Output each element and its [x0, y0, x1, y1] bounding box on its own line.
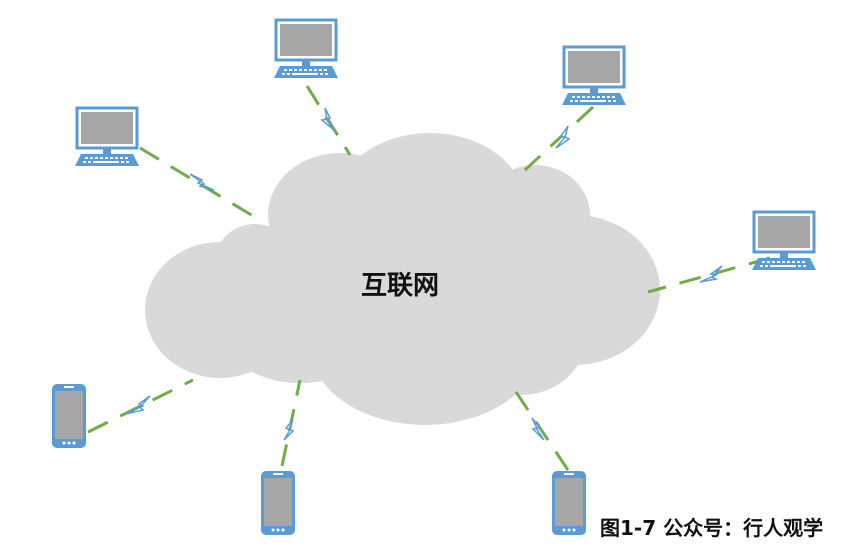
laptop-top-center-icon	[272, 18, 340, 80]
phone-bottom-center-icon	[261, 471, 295, 535]
internet-label: 互联网	[361, 271, 439, 301]
phone-left-icon	[52, 384, 86, 448]
link-laptop-top-center	[305, 85, 352, 156]
link-laptop-right	[647, 256, 771, 294]
figure-caption: 图1-7 公众号：行人观学	[600, 516, 824, 540]
lightning-icon	[283, 419, 295, 441]
link-phone-left	[87, 378, 194, 434]
link-laptop-top-right	[523, 105, 595, 172]
lightning-icon	[189, 173, 215, 191]
phone-bottom-right-icon	[552, 471, 586, 535]
lightning-icon	[320, 107, 335, 131]
lightning-icon	[531, 417, 545, 441]
laptop-top-right-icon	[560, 45, 628, 107]
laptop-right-icon	[750, 210, 818, 272]
internet-cloud: 互联网	[145, 133, 660, 425]
lightning-icon	[125, 395, 151, 415]
link-laptop-top-left	[139, 146, 264, 224]
lightning-icon	[699, 265, 723, 283]
laptop-top-left-icon	[73, 106, 141, 168]
lightning-icon	[555, 125, 571, 149]
